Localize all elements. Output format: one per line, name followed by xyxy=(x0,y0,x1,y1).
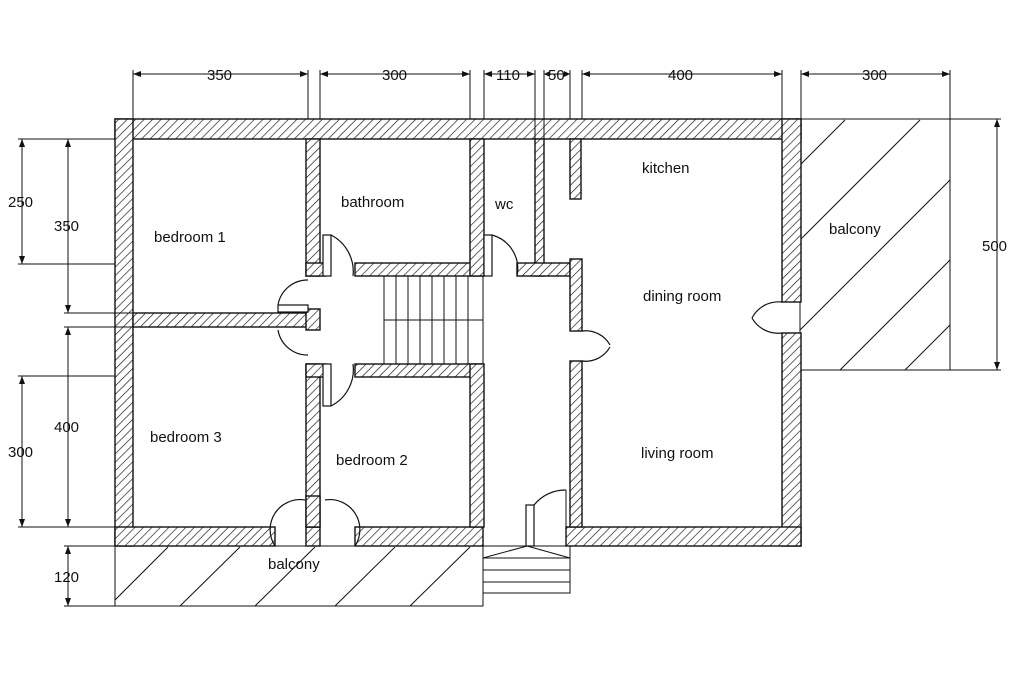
dim-left-inner-2: 400 xyxy=(54,419,79,436)
dim-top-3: 110 xyxy=(496,67,520,84)
walls xyxy=(114,118,802,547)
label-balcony-bottom: balcony xyxy=(268,556,320,573)
dim-left-inner-3: 120 xyxy=(54,569,79,586)
dim-right-1: 500 xyxy=(982,238,1007,255)
label-dining-room: dining room xyxy=(643,288,721,305)
label-bedroom-2: bedroom 2 xyxy=(336,452,408,469)
label-bedroom-3: bedroom 3 xyxy=(150,429,222,446)
doors xyxy=(269,234,783,547)
staircase xyxy=(383,275,484,365)
dimensions-left: 250 300 350 400 120 xyxy=(8,138,133,607)
dim-top-1: 350 xyxy=(207,67,232,84)
dim-left-outer-2: 300 xyxy=(8,444,33,461)
label-wc: wc xyxy=(494,196,514,213)
dimensions-right: 500 xyxy=(950,118,1007,371)
dim-top-5: 400 xyxy=(668,67,693,84)
dim-top-6: 300 xyxy=(862,67,887,84)
dim-top-2: 300 xyxy=(382,67,407,84)
label-living-room: living room xyxy=(641,445,714,462)
label-bathroom: bathroom xyxy=(341,194,404,211)
label-balcony-right: balcony xyxy=(829,221,881,238)
dim-left-outer-1: 250 xyxy=(8,194,33,211)
dim-left-inner-1: 350 xyxy=(54,218,79,235)
entrance-steps xyxy=(482,545,571,594)
balcony-right-area xyxy=(799,118,951,371)
label-bedroom-1: bedroom 1 xyxy=(154,229,226,246)
balcony-bottom-area xyxy=(114,545,484,607)
label-kitchen: kitchen xyxy=(642,160,690,177)
room-labels: bedroom 1 bathroom wc kitchen balcony di… xyxy=(150,160,881,573)
dimensions-top: 350 300 110 50 400 300 xyxy=(132,67,951,139)
dim-top-4: 50 xyxy=(548,67,565,84)
